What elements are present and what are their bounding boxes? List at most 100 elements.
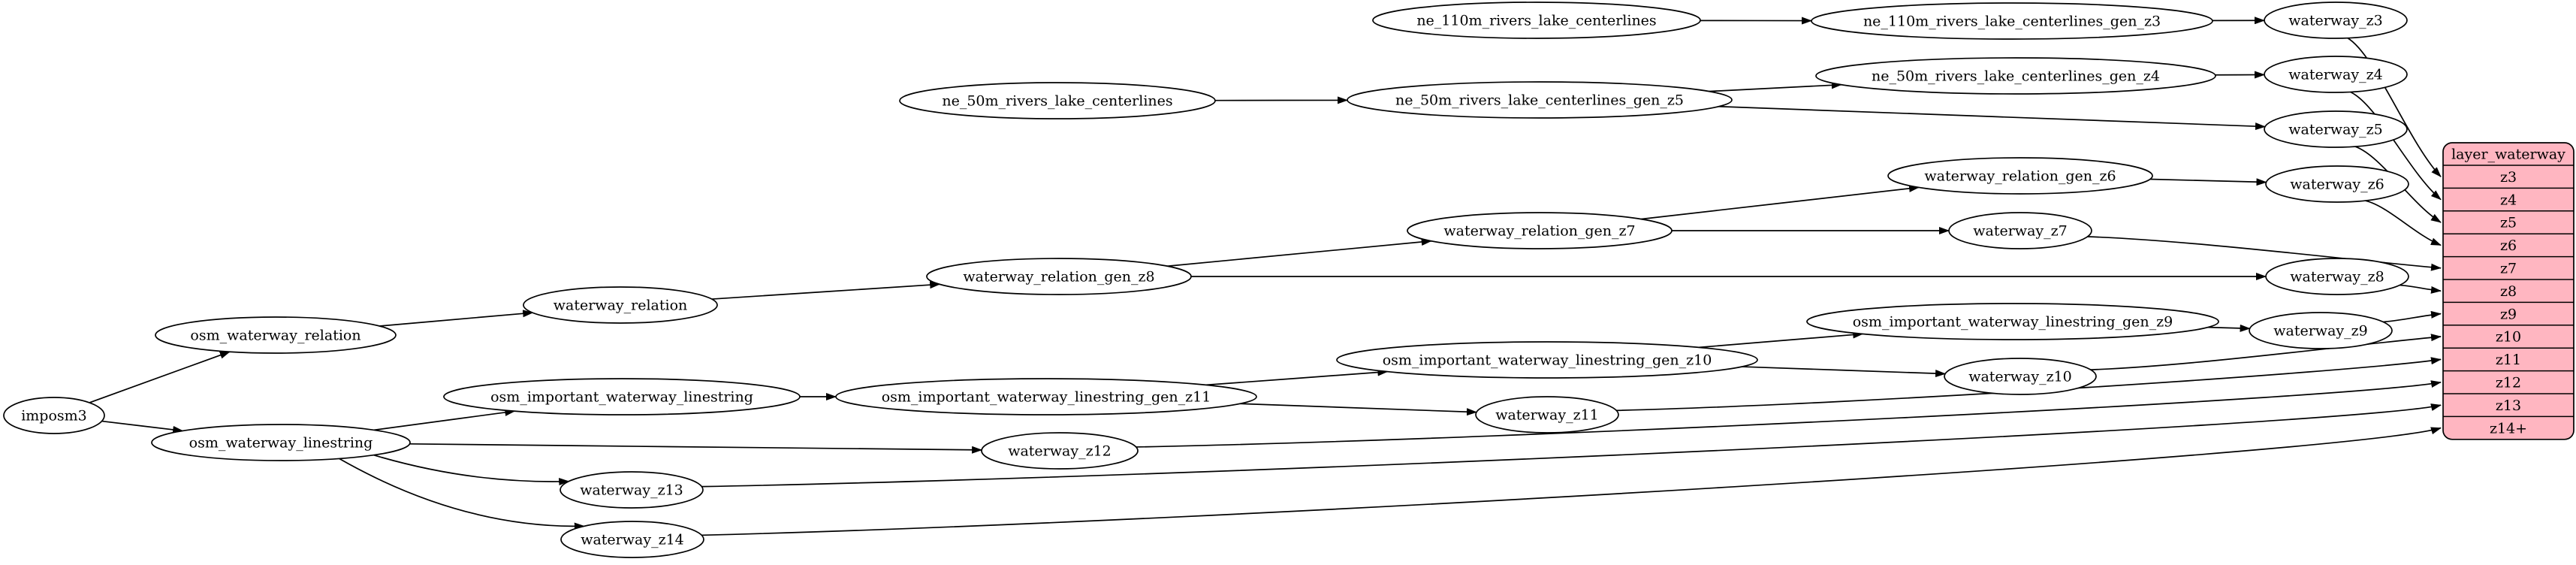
edge-waterway_z11-to-row-z11 [1616,357,2442,412]
table-row-z9: z9 [2500,306,2517,322]
edge-waterway_z3-to-row-z3 [2347,37,2442,177]
table-row-z12: z12 [2496,374,2521,391]
edge-osm_important_waterway_linestring_gen_z9-to-waterway_z9 [2207,324,2251,332]
node-osm_important_waterway_linestring_gen_z11-label: osm_important_waterway_linestring_gen_z1… [882,389,1211,406]
node-osm_important_waterway_linestring-shape [443,378,801,415]
node-osm_important_waterway_linestring-label: osm_important_waterway_linestring [490,389,753,406]
node-waterway_relation_gen_z6-label: waterway_relation_gen_z6 [1924,168,2116,185]
node-imposm3-shape [3,397,105,434]
edge-osm_waterway_linestring-to-waterway_z12 [409,443,983,454]
edge-waterway_z14-to-row-z14+ [701,427,2442,536]
table-title: layer_waterway [2451,147,2565,163]
node-osm_waterway_relation: osm_waterway_relation [155,316,397,354]
nodes-layer: imposm3 osm_waterway_relation osm_waterway… [3,2,2409,558]
node-imposm3: imposm3 [3,397,105,434]
table-row-z4: z4 [2500,192,2517,208]
node-osm_waterway_relation-shape [155,316,397,354]
node-waterway_z6-label: waterway_z6 [2290,177,2384,193]
node-osm_waterway_relation-label: osm_waterway_relation [190,328,360,344]
edge-waterway_relation_gen_z8-to-waterway_relation_gen_z7 [1167,238,1432,267]
node-imposm3-label: imposm3 [21,408,87,425]
node-waterway_z13-label: waterway_z13 [580,482,683,499]
node-ne_50m_rivers_lake_centerlines_gen_z5: ne_50m_rivers_lake_centerlines_gen_z5 [1347,81,1733,119]
node-waterway_z8-shape [2265,258,2409,295]
node-waterway_z12-shape [981,432,1139,470]
edge-osm_important_waterway_linestring_gen_z11-to-osm_important_waterway_linestring_gen_z10 [1205,368,1389,386]
edge-imposm3-to-osm_waterway_relation [89,351,231,403]
node-ne_110m_rivers_lake_centerlines_gen_z3-label: ne_110m_rivers_lake_centerlines_gen_z3 [1863,14,2161,30]
node-waterway_z5-shape [2264,110,2408,148]
edge-ne_50m_rivers_lake_centerlines_gen_z5-to-waterway_z5 [1718,105,2266,131]
node-waterway_z4-label: waterway_z4 [2288,67,2382,83]
node-waterway_z7: waterway_z7 [1948,212,2092,249]
edge-osm_important_waterway_linestring_gen_z11-to-waterway_z11 [1240,403,1477,416]
node-ne_50m_rivers_lake_centerlines: ne_50m_rivers_lake_centerlines [899,82,1216,119]
edge-ne_50m_rivers_lake_centerlines_gen_z5-to-ne_50m_rivers_lake_centerlines_gen_z4 [1709,81,1842,92]
node-waterway_z8-label: waterway_z8 [2290,269,2384,286]
table-layer_waterway: layer_waterwayz3z4z5z6z7z8z9z10z11z12z13… [2442,142,2574,440]
node-waterway_relation_gen_z7-shape [1407,212,1673,249]
node-ne_50m_rivers_lake_centerlines_gen_z4-label: ne_50m_rivers_lake_centerlines_gen_z4 [1872,68,2160,85]
node-waterway_z14-label: waterway_z14 [581,532,684,548]
node-waterway_z4: waterway_z4 [2264,56,2408,93]
node-waterway_z14: waterway_z14 [560,521,704,558]
node-ne_50m_rivers_lake_centerlines_gen_z4-shape [1815,57,2216,95]
node-waterway_relation_gen_z7: waterway_relation_gen_z7 [1407,212,1673,249]
table-layer: layer_waterwayz3z4z5z6z7z8z9z10z11z12z13… [2442,142,2574,440]
node-osm_important_waterway_linestring_gen_z9: osm_important_waterway_linestring_gen_z9 [1806,303,2219,340]
node-ne_50m_rivers_lake_centerlines_gen_z5-shape [1347,81,1733,119]
node-waterway_z11-label: waterway_z11 [1495,407,1599,424]
node-osm_important_waterway_linestring_gen_z11: osm_important_waterway_linestring_gen_z1… [835,378,1257,415]
table-background [2442,142,2574,440]
edge-waterway_z7-to-row-z7 [2087,236,2442,271]
node-ne_50m_rivers_lake_centerlines_gen_z5-label: ne_50m_rivers_lake_centerlines_gen_z5 [1395,92,1684,109]
edge-waterway_relation_gen_z6-to-waterway_z6 [2149,178,2267,186]
node-ne_50m_rivers_lake_centerlines-shape [899,82,1216,119]
edge-waterway_z12-to-row-z12 [1136,380,2442,448]
edge-waterway_z6-to-row-z6 [2365,200,2442,246]
table-row-z13: z13 [2496,397,2521,414]
node-waterway_z4-shape [2264,56,2408,93]
edge-osm_waterway_linestring-to-waterway_z13 [373,454,570,486]
node-waterway_relation_gen_z7-label: waterway_relation_gen_z7 [1443,223,1635,240]
edge-waterway_z10-to-row-z10 [2090,334,2442,370]
node-osm_waterway_linestring-label: osm_waterway_linestring [189,435,373,452]
node-waterway_relation_gen_z8: waterway_relation_gen_z8 [926,258,1192,295]
node-osm_important_waterway_linestring_gen_z11-shape [835,378,1257,415]
node-waterway_z9-label: waterway_z9 [2273,323,2367,340]
node-ne_110m_rivers_lake_centerlines-label: ne_110m_rivers_lake_centerlines [1416,13,1656,29]
edge-osm_important_waterway_linestring_gen_z10-to-waterway_z10 [1742,366,1947,378]
edge-waterway_relation_gen_z7-to-waterway_relation_gen_z6 [1640,184,1920,220]
edge-osm_waterway_linestring-to-waterway_z14 [339,458,585,530]
node-osm_important_waterway_linestring_gen_z9-label: osm_important_waterway_linestring_gen_z9 [1853,314,2173,331]
node-osm_important_waterway_linestring_gen_z10-label: osm_important_waterway_linestring_gen_z1… [1383,352,1712,369]
node-osm_important_waterway_linestring_gen_z9-shape [1806,303,2219,340]
node-waterway_z3: waterway_z3 [2264,2,2408,39]
node-waterway_z3-label: waterway_z3 [2288,13,2382,29]
node-waterway_z6-shape [2265,165,2409,203]
node-waterway_z14-shape [560,521,704,558]
node-waterway_z7-label: waterway_z7 [1973,223,2067,240]
node-waterway_z5-label: waterway_z5 [2288,122,2382,138]
node-waterway_relation_gen_z6-shape [1887,157,2153,195]
node-waterway_z12: waterway_z12 [981,432,1139,470]
node-osm_waterway_linestring: osm_waterway_linestring [151,424,411,461]
node-osm_important_waterway_linestring_gen_z10: osm_important_waterway_linestring_gen_z1… [1336,341,1758,379]
table-row-z11: z11 [2496,352,2521,368]
node-osm_important_waterway_linestring: osm_important_waterway_linestring [443,378,801,415]
node-ne_110m_rivers_lake_centerlines: ne_110m_rivers_lake_centerlines [1372,2,1701,39]
node-ne_110m_rivers_lake_centerlines-shape [1372,2,1701,39]
table-row-z6: z6 [2500,237,2517,254]
edge-osm_waterway_linestring-to-osm_important_waterway_linestring [373,408,516,431]
table-row-z10: z10 [2496,329,2521,346]
node-waterway_relation-shape [523,286,718,324]
node-waterway_relation_gen_z6: waterway_relation_gen_z6 [1887,157,2153,195]
node-ne_110m_rivers_lake_centerlines_gen_z3: ne_110m_rivers_lake_centerlines_gen_z3 [1811,2,2213,40]
node-waterway_z7-shape [1948,212,2092,249]
node-ne_50m_rivers_lake_centerlines_gen_z4: ne_50m_rivers_lake_centerlines_gen_z4 [1815,57,2216,95]
node-osm_waterway_linestring-shape [151,424,411,461]
edge-waterway_z9-to-row-z9 [2383,310,2442,323]
edge-osm_waterway_relation-to-waterway_relation [379,310,534,327]
